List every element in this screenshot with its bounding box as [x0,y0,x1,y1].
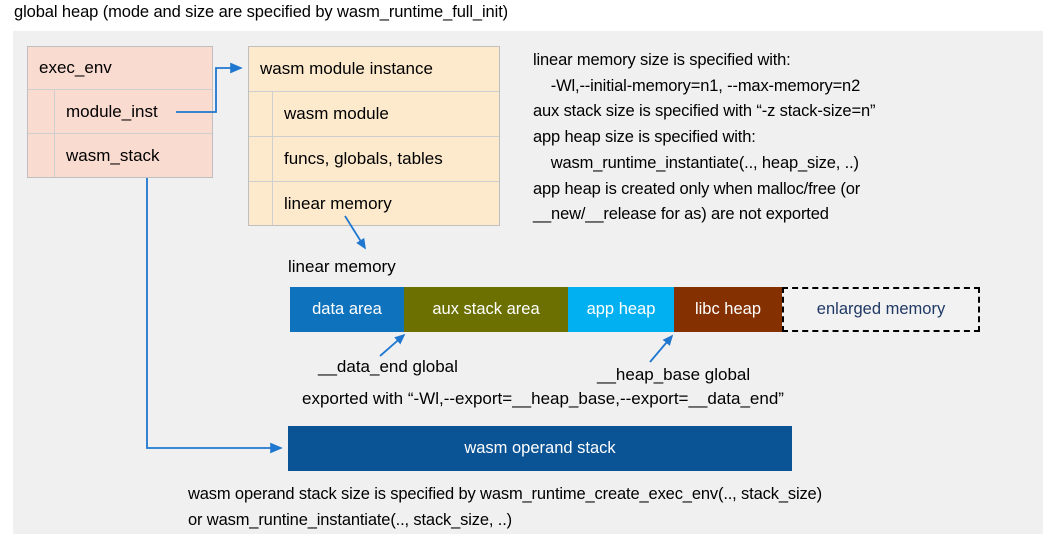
row-indent [249,92,273,136]
row-indent [28,134,55,177]
page-title: global heap (mode and size are specified… [14,3,509,21]
memory-segment-app-heap: app heap [568,287,674,332]
memory-segment-label: app heap [586,300,656,318]
wasm-operand-stack-bar: wasm operand stack [288,426,792,471]
wasm-stack-label: wasm_stack [66,145,160,165]
funcs-globals-tables-label: funcs, globals, tables [284,149,443,168]
memory-segment-aux-stack-area: aux stack area [404,287,568,332]
row-indent [28,90,55,133]
wasm-module-label: wasm module [284,104,389,123]
exec-env-header-row: exec_env [28,47,212,90]
memory-segment-label: enlarged memory [816,300,946,318]
exec-env-row-wasm-stack: wasm_stack [28,134,212,177]
export-flags-annotation: exported with “-Wl,--export=__heap_base,… [302,389,784,408]
row-indent [249,137,273,181]
linear-memory-caption: linear memory [288,257,396,276]
module-instance-row-funcs-globals-tables: funcs, globals, tables [249,137,499,182]
module-instance-row-wasm-module: wasm module [249,92,499,137]
memory-segment-enlarged-memory: enlarged memory [782,287,980,332]
exec-env-header-label: exec_env [39,58,112,77]
memory-segment-label: libc heap [694,300,762,318]
data-end-global-annotation: __data_end global [318,357,458,376]
row-indent [249,182,273,225]
memory-segment-libc-heap: libc heap [674,287,782,332]
memory-segment-label: aux stack area [432,300,540,318]
module-instance-header-label: wasm module instance [260,59,433,78]
exec-env-row-module-inst: module_inst [28,90,212,134]
memory-segment-data-area: data area [290,287,404,332]
operand-stack-note: wasm operand stack size is specified by … [188,485,822,529]
linear-memory-segment-bar: data area aux stack area app heap libc h… [290,287,980,332]
wasm-operand-stack-label: wasm operand stack [464,439,616,457]
memory-segment-label: data area [312,300,382,318]
module-instance-row-linear-memory: linear memory [249,182,499,225]
linear-memory-note: linear memory size is specified with: -W… [533,51,876,224]
exec-env-box: exec_env module_inst wasm_stack [27,46,213,178]
wasm-module-instance-box: wasm module instance wasm module funcs, … [248,46,500,226]
module-inst-label: module_inst [66,101,158,121]
module-instance-header-row: wasm module instance [249,47,499,92]
heap-base-global-annotation: __heap_base global [597,365,751,384]
linear-memory-row-label: linear memory [284,193,392,213]
